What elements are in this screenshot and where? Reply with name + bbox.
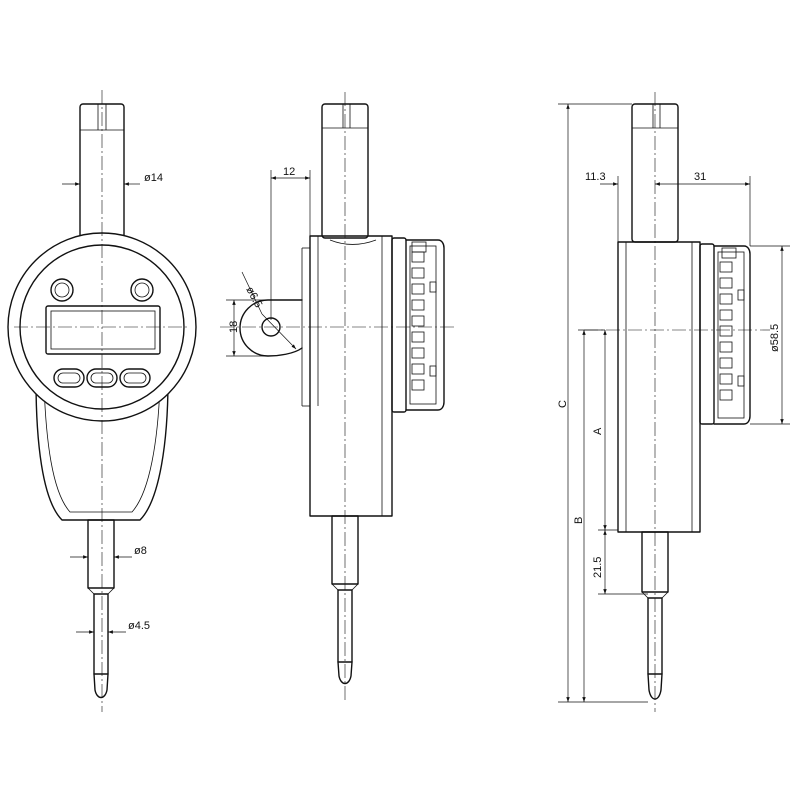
side-dial-ring bbox=[405, 239, 445, 411]
side-knurls bbox=[411, 251, 437, 391]
side-tip bbox=[337, 661, 353, 685]
side-view bbox=[220, 92, 456, 700]
round-button-right bbox=[130, 278, 154, 302]
side-body bbox=[309, 235, 393, 517]
label-overall-length: C bbox=[557, 400, 569, 408]
label-lug-height: 18 bbox=[228, 321, 240, 333]
label-side-offset-right: 31 bbox=[694, 171, 706, 183]
lcd-display bbox=[45, 305, 161, 355]
front-view bbox=[7, 90, 197, 712]
front-spindle-sleeve bbox=[87, 519, 115, 589]
label-stem-diameter: ø14 bbox=[144, 172, 163, 184]
right-view bbox=[584, 92, 770, 712]
right-body bbox=[617, 241, 701, 533]
side-lug bbox=[239, 299, 303, 357]
label-dial-diameter: ø58.5 bbox=[769, 324, 781, 352]
label-length-215: 21.5 bbox=[592, 557, 604, 578]
label-side-offset-left: 11.3 bbox=[585, 171, 606, 183]
label-spindle-diameter: ø8 bbox=[134, 545, 147, 557]
front-dimensions: ø14 ø8 ø4.5 bbox=[62, 172, 163, 634]
side-bezel bbox=[391, 237, 407, 413]
front-tip bbox=[93, 673, 109, 699]
label-tip-diameter: ø4.5 bbox=[128, 620, 150, 632]
right-dial-ring bbox=[713, 245, 751, 425]
label-length-a: A bbox=[592, 427, 604, 435]
key-left bbox=[53, 368, 85, 388]
label-length-b: B bbox=[573, 517, 585, 524]
right-bezel bbox=[699, 243, 715, 425]
right-dimensions: 11.3 31 ø58.5 C B A 21.5 bbox=[557, 103, 790, 703]
round-button-left bbox=[50, 278, 74, 302]
right-knurls bbox=[719, 261, 745, 401]
label-lug-hole: ø6.5 bbox=[243, 285, 264, 310]
label-clamp-offset: 12 bbox=[283, 166, 295, 178]
key-right bbox=[119, 368, 151, 388]
side-dimensions: 12 18 ø6.5 bbox=[226, 166, 311, 357]
front-spindle bbox=[93, 593, 109, 675]
